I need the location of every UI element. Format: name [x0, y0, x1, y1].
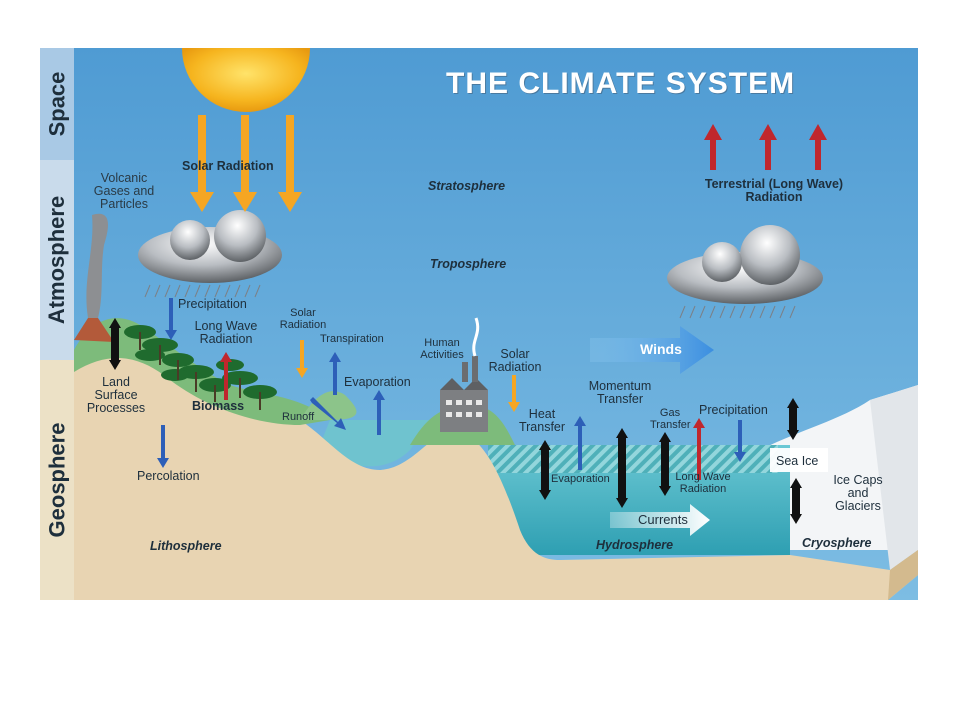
geosphere-band	[40, 360, 74, 600]
hydrosphere-label: Hydrosphere	[596, 538, 674, 552]
momentum-transfer-arrow	[616, 428, 628, 508]
terrestrial-arrows-group	[704, 124, 827, 170]
volcano-shape	[74, 318, 114, 342]
space-label: Space	[44, 71, 70, 137]
evaporation-lake-arrow	[373, 390, 385, 435]
momentum-transfer-label: Momentum Transfer	[588, 379, 652, 407]
runoff-label: Runoff	[282, 411, 315, 423]
longwave-left-arrow	[220, 352, 232, 400]
solar-radiation-right-label: Solar Radiation	[488, 347, 542, 375]
ice-caps-label: Ice Caps and Glaciers	[833, 473, 883, 514]
gas-transfer-label: Gas Transfer	[650, 407, 691, 431]
currents-arrow	[610, 504, 710, 536]
geosphere-label-container: Geosphere	[40, 360, 74, 600]
runoff-arrow	[310, 397, 346, 430]
precip-right-arrow	[734, 420, 746, 462]
transpiration-label: Transpiration	[320, 333, 384, 345]
atmosphere-label-container: Atmosphere	[40, 160, 74, 360]
space-label-container: Space	[40, 48, 74, 160]
transpiration-arrow	[329, 352, 341, 395]
atmosphere-label: Atmosphere	[44, 195, 70, 325]
long-wave-left-label: Long Wave Radiation	[194, 319, 258, 347]
atmosphere-band	[40, 160, 74, 360]
precipitation-right-label: Precipitation	[699, 403, 768, 417]
heat-transfer-arrow	[539, 440, 551, 500]
gas-transfer-arrow	[693, 418, 705, 480]
volcanic-plume	[86, 213, 108, 318]
biomass-label: Biomass	[192, 399, 245, 413]
long-wave-ocean-label: Long Wave Radiation	[675, 471, 731, 495]
percolation-label: Percolation	[137, 469, 200, 483]
solar-radiation-mid-label: Solar Radiation	[279, 307, 327, 331]
ocean-surface-hatch	[488, 445, 778, 473]
land-shape	[74, 353, 918, 600]
lake-shape	[320, 420, 430, 467]
solar-mid-arrow	[296, 340, 308, 378]
solar-right-arrow	[508, 375, 520, 412]
evaporation-lake-label: Evaporation	[344, 375, 411, 389]
diagram-title: THE CLIMATE SYSTEM	[446, 67, 796, 100]
troposphere-label: Troposphere	[430, 257, 507, 271]
human-activities-label: Human Activities	[420, 337, 464, 361]
volcanic-label: Volcanic Gases and Particles	[93, 171, 155, 212]
longwave-ocean-arrow	[659, 432, 671, 496]
percolation-arrow	[157, 425, 169, 468]
evaporation-ocean-label: Evaporation	[551, 473, 610, 485]
winds-label: Winds	[640, 341, 682, 357]
land-surface-label: Land Surface Processes	[86, 375, 146, 416]
solar-arrows-group	[190, 115, 302, 212]
currents-label: Currents	[638, 512, 688, 527]
stratosphere-label: Stratosphere	[428, 179, 506, 193]
factory-icon	[440, 317, 488, 432]
precipitation-left-label: Precipitation	[178, 297, 247, 311]
sea-ice-label: Sea Ice	[776, 454, 819, 468]
cryosphere-label: Cryosphere	[802, 536, 872, 550]
heat-transfer-label: Heat Transfer	[518, 407, 566, 435]
cloud-right	[667, 225, 823, 319]
grass-lake-bank	[300, 391, 357, 420]
precip-left-arrow	[165, 298, 177, 340]
cloud-left	[138, 210, 282, 298]
lithosphere-label: Lithosphere	[150, 539, 222, 553]
evaporation-ocean-arrow	[574, 416, 586, 470]
sea-ice-patch	[770, 448, 828, 472]
space-band	[40, 48, 74, 160]
geosphere-label: Geosphere	[44, 422, 69, 538]
sea-ice-arrow	[787, 398, 799, 440]
terrestrial-label: Terrestrial (Long Wave) Radiation	[704, 177, 844, 205]
land-surface-arrow	[109, 318, 121, 370]
winds-arrow	[590, 326, 714, 374]
solar-radiation-top-label: Solar Radiation	[182, 159, 274, 173]
ice-caps-arrow	[790, 478, 802, 524]
